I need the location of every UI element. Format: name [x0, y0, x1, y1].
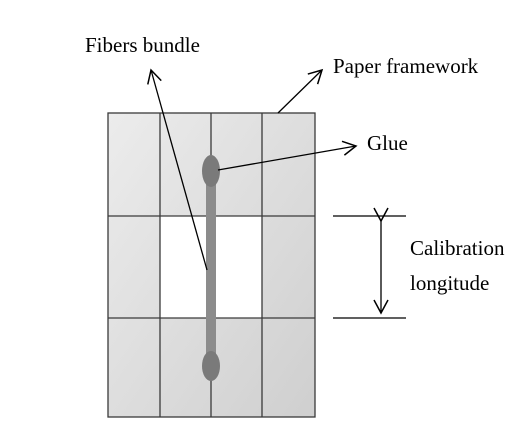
paper-framework-arrow [277, 68, 324, 114]
leader-arrows [147, 68, 358, 271]
fibers-bundle-arrow [147, 68, 208, 271]
glue-arrow [217, 140, 358, 171]
calibration-label-line2: longitude [410, 271, 489, 295]
paper-framework-label: Paper framework [333, 54, 479, 78]
fibers-bundle-label: Fibers bundle [85, 33, 200, 57]
glue-dot-bottom [202, 351, 220, 381]
glue-label: Glue [367, 131, 408, 155]
calibration-label-line1: Calibration [410, 236, 505, 260]
fiber-specimen [202, 155, 220, 381]
fiber-bundle [206, 168, 216, 373]
calibration-dimension [333, 207, 406, 319]
glue-dot-top [202, 155, 220, 187]
